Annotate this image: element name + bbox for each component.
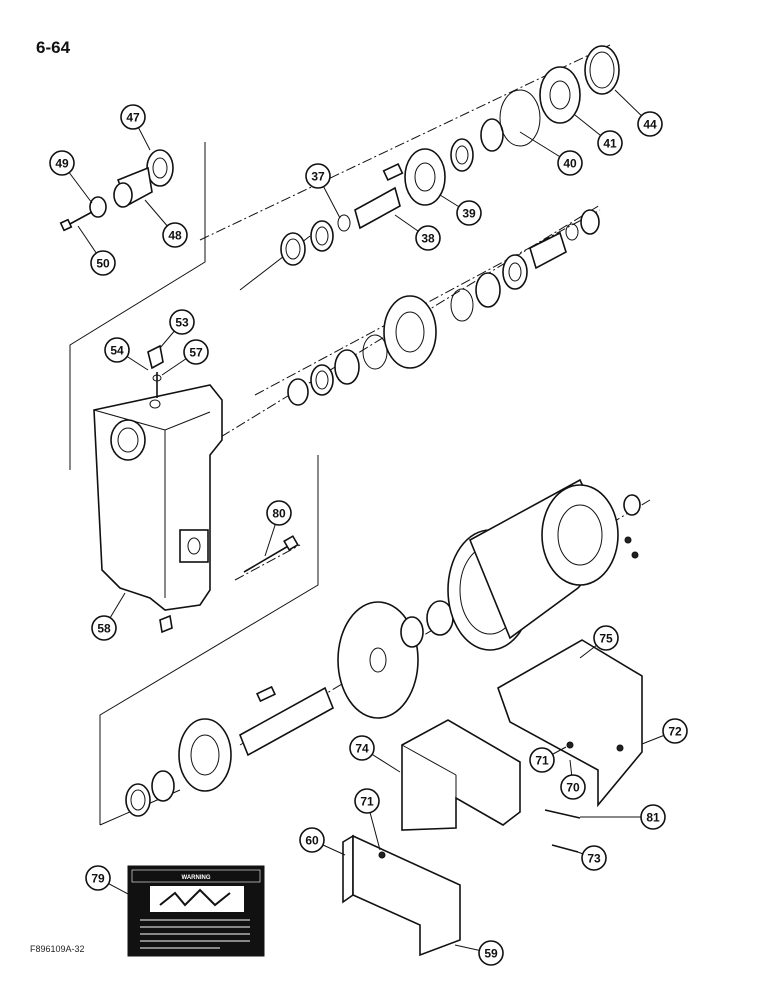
callout-number: 79 xyxy=(91,872,105,886)
callout-80: 80 xyxy=(264,500,292,557)
callout-circle xyxy=(593,625,619,651)
callout-47: 47 xyxy=(120,104,151,151)
figure-code: F896109A-32 xyxy=(30,944,85,954)
callout-circle xyxy=(104,337,130,363)
callout-38: 38 xyxy=(394,214,441,251)
gearbox-housing xyxy=(93,344,299,634)
callout-circle xyxy=(557,150,583,176)
middle-shaft-parts xyxy=(287,209,600,406)
callout-44: 44 xyxy=(614,89,663,137)
callout-circle xyxy=(266,500,292,526)
callout-number: 50 xyxy=(96,257,110,271)
callout-circle xyxy=(120,104,146,130)
callout-circle xyxy=(415,225,441,251)
yoke-assembly xyxy=(59,149,174,232)
callout-circle xyxy=(91,615,117,641)
lower-shaft-assembly xyxy=(125,478,641,817)
callout-circle xyxy=(305,163,331,189)
shield-assembly xyxy=(342,639,643,957)
callout-circle xyxy=(162,222,188,248)
callout-49: 49 xyxy=(49,150,93,204)
callout-circle xyxy=(637,111,663,137)
callout-circle xyxy=(478,940,504,966)
callout-circle xyxy=(640,804,666,830)
callout-number: 54 xyxy=(110,344,124,358)
callout-74: 74 xyxy=(349,735,401,773)
page-number: 6-64 xyxy=(36,38,71,57)
callout-40: 40 xyxy=(519,131,583,176)
callout-number: 39 xyxy=(462,207,476,221)
callout-50: 50 xyxy=(77,225,116,276)
callout-number: 80 xyxy=(272,507,286,521)
callout-number: 72 xyxy=(668,725,682,739)
callout-circle xyxy=(49,150,75,176)
callout-number: 53 xyxy=(175,316,189,330)
callout-58: 58 xyxy=(91,592,126,641)
callout-41: 41 xyxy=(574,114,623,156)
callout-number: 41 xyxy=(603,137,617,151)
callout-75: 75 xyxy=(579,625,619,659)
callout-circle xyxy=(183,339,209,365)
callout-number: 47 xyxy=(126,111,140,125)
callout-circle xyxy=(529,747,555,773)
callout-number: 75 xyxy=(599,632,613,646)
warning-decal: WARNING xyxy=(127,865,265,957)
callout-number: 48 xyxy=(168,229,182,243)
callout-number: 37 xyxy=(311,170,325,184)
callout-circle xyxy=(90,250,116,276)
callout-circle xyxy=(85,865,111,891)
callout-number: 70 xyxy=(566,781,580,795)
callout-number: 73 xyxy=(587,852,601,866)
callout-number: 59 xyxy=(484,947,498,961)
callout-54: 54 xyxy=(104,337,149,371)
callout-number: 38 xyxy=(421,232,435,246)
callout-71: 71 xyxy=(354,788,381,851)
callout-circle xyxy=(662,718,688,744)
callout-circle xyxy=(456,200,482,226)
callout-number: 71 xyxy=(535,754,549,768)
callout-72: 72 xyxy=(641,718,688,745)
callout-39: 39 xyxy=(439,194,482,226)
callout-60: 60 xyxy=(299,827,346,856)
callout-number: 40 xyxy=(563,157,577,171)
callout-37: 37 xyxy=(305,163,341,219)
callout-53: 53 xyxy=(159,309,195,349)
callout-number: 71 xyxy=(360,795,374,809)
callout-number: 81 xyxy=(646,811,660,825)
callout-number: 49 xyxy=(55,157,69,171)
callout-circle xyxy=(349,735,375,761)
callout-59: 59 xyxy=(454,940,504,966)
callout-48: 48 xyxy=(144,199,188,248)
callout-73: 73 xyxy=(574,845,607,871)
callout-number: 58 xyxy=(97,622,111,636)
callout-81: 81 xyxy=(580,804,666,830)
warning-decal-title: WARNING xyxy=(182,875,211,881)
callout-number: 60 xyxy=(305,834,319,848)
callout-circle xyxy=(299,827,325,853)
callout-circle xyxy=(560,774,586,800)
upper-shaft-parts xyxy=(280,45,620,266)
callout-number: 44 xyxy=(643,118,657,132)
callout-70: 70 xyxy=(560,759,586,800)
callout-circle xyxy=(169,309,195,335)
callout-circle xyxy=(597,130,623,156)
callout-circle xyxy=(581,845,607,871)
callout-71: 71 xyxy=(529,746,567,773)
callout-number: 57 xyxy=(189,346,203,360)
callout-79: 79 xyxy=(85,865,131,896)
callout-circle xyxy=(354,788,380,814)
callout-number: 74 xyxy=(355,742,369,756)
callout-57: 57 xyxy=(161,339,209,376)
callout-layer: 47 49 48 50 37 38 39 40 41 44 53 54 57 80 58 75 72 74 71 70… xyxy=(49,89,688,966)
